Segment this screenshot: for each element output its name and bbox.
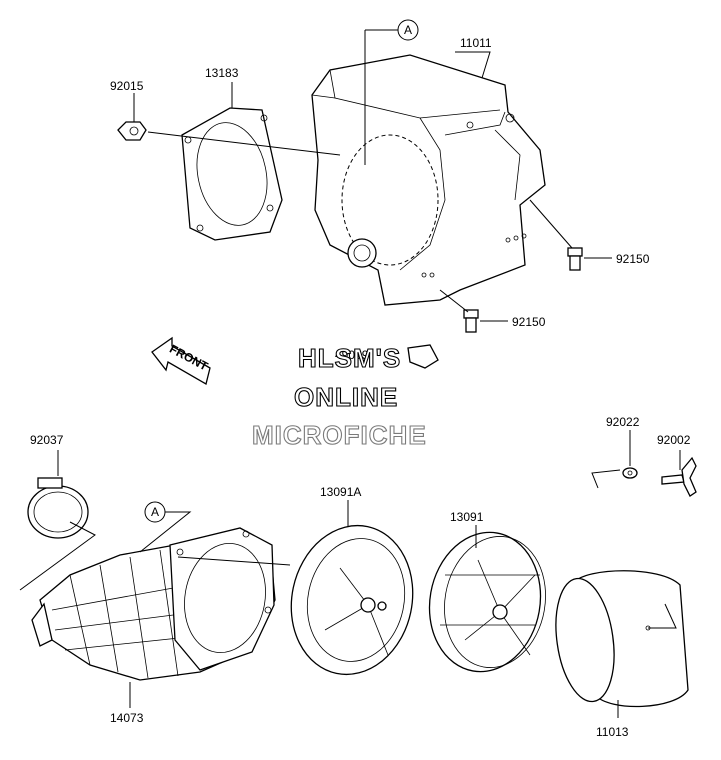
label-92150-upper: 92150 [616,252,650,266]
hose-clamp [27,477,89,539]
label-13091A: 13091A [320,485,361,499]
filter-element [555,570,689,708]
leader-lines [19,29,681,718]
watermark-line2: ONLINE [294,382,398,412]
small-cap [407,344,439,369]
label-14073: 14073 [110,711,144,725]
bolt-lower [463,309,479,333]
label-92002: 92002 [657,433,691,447]
svg-text:A: A [404,23,412,37]
wing-bolt [661,456,697,497]
gasket [181,107,283,241]
label-13091: 13091 [450,510,484,524]
label-11011: 11011 [460,36,492,50]
front-direction-arrow: FRONT [151,336,211,385]
label-49099: 49099 [335,348,369,362]
label-92022: 92022 [606,415,640,429]
filter-plate [290,524,414,676]
intake-duct [31,527,276,681]
nut [117,121,147,141]
callout-a-bottom: A [144,501,166,523]
label-92037: 92037 [30,433,64,447]
label-13183: 13183 [205,66,239,80]
label-11013: 11013 [596,725,629,739]
watermark-line1: HLSM'S [298,343,401,373]
label-92150-lower: 92150 [512,315,546,329]
washer [622,467,638,479]
watermark: HLSM'S ONLINE MICROFICHE [251,342,427,450]
watermark-line3: MICROFICHE [252,420,427,450]
callout-a-top: A [397,19,419,41]
bolt-upper [567,247,583,271]
label-92015: 92015 [110,79,144,93]
filter-cage [428,531,546,673]
svg-text:A: A [151,505,159,519]
air-box-housing [311,54,546,306]
